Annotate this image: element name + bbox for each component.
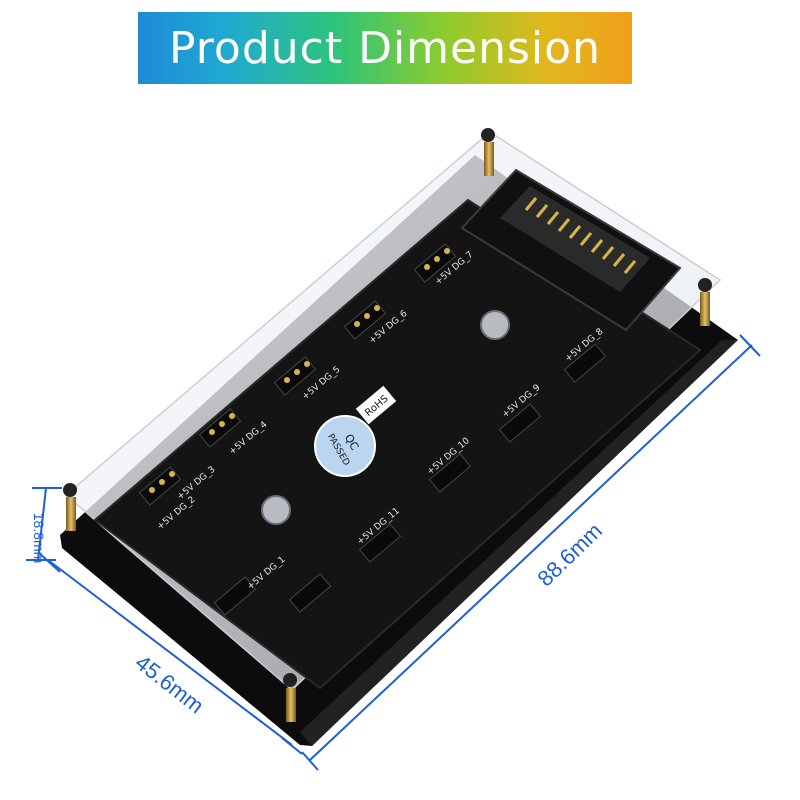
mounting-screws [63,128,712,687]
dimension-lines [26,334,761,771]
qc-passed-sticker: QC PASSED [314,415,376,477]
brass-standoffs [66,142,710,722]
banner-title: Product Dimension [169,22,601,74]
title-banner: Product Dimension [138,12,632,84]
screw-center-left [261,495,291,525]
width-dimension-label: 45.6mm [131,650,209,719]
fan-headers [138,243,607,616]
length-dimension-label: 88.6mm [533,518,608,591]
header-pins [149,248,450,493]
sata-connector [460,168,682,332]
pcb-board [93,198,702,690]
screw-center-right [480,310,510,340]
height-dimension-label: 18.8mm [31,513,47,564]
